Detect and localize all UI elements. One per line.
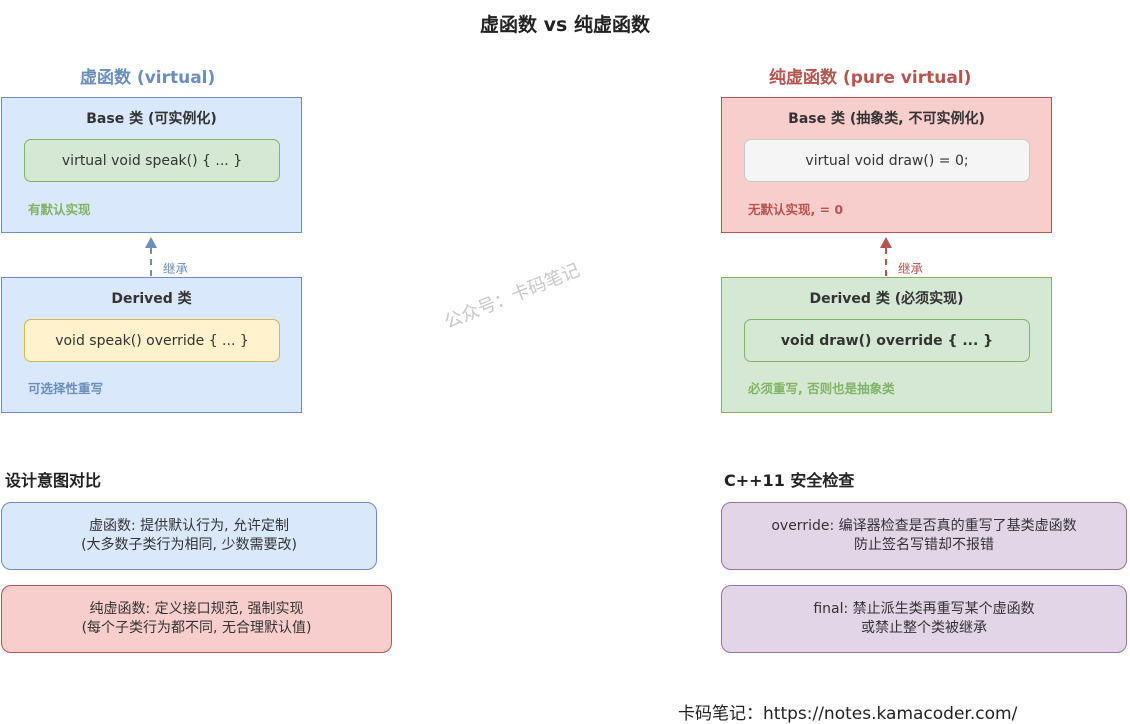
virtual-heading: 虚函数 (virtual) <box>80 68 216 88</box>
virtual-derived-title: Derived 类 <box>111 291 192 307</box>
virtual-inherit-label: 继承 <box>163 261 189 276</box>
safety-final-line1: final: 禁止派生类再重写某个虚函数 <box>813 601 1035 617</box>
virtual-base-panel: Base 类 (可实例化) virtual void speak() { ...… <box>1 97 302 233</box>
virtual-base-note: 有默认实现 <box>28 202 91 217</box>
pure-base-note: 无默认实现, = 0 <box>748 202 844 217</box>
pure-inherit-arrowhead <box>880 237 892 248</box>
design-pure-card: 纯虚函数: 定义接口规范, 强制实现 (每个子类行为都不同, 无合理默认值) <box>1 585 392 653</box>
virtual-inherit-line <box>150 248 152 276</box>
safety-override-line1: override: 编译器检查是否真的重写了基类虚函数 <box>771 518 1077 534</box>
pure-derived-note: 必须重写, 否则也是抽象类 <box>748 381 895 396</box>
pure-derived-title: Derived 类 (必须实现) <box>809 291 964 307</box>
pure-derived-code: void draw() override { ... } <box>744 319 1030 362</box>
pure-heading: 纯虚函数 (pure virtual) <box>769 68 972 88</box>
design-virtual-line2: (大多数子类行为相同, 少数需要改) <box>81 537 297 553</box>
pure-inherit-label: 继承 <box>898 261 924 276</box>
diagram-title: 虚函数 vs 纯虚函数 <box>480 14 650 36</box>
design-virtual-line1: 虚函数: 提供默认行为, 允许定制 <box>88 518 290 534</box>
safety-final-card: final: 禁止派生类再重写某个虚函数 或禁止整个类被继承 <box>721 585 1127 653</box>
virtual-derived-note: 可选择性重写 <box>28 381 104 396</box>
design-pure-line2: (每个子类行为都不同, 无合理默认值) <box>81 620 312 636</box>
pure-base-panel: Base 类 (抽象类, 不可实例化) virtual void draw() … <box>721 97 1052 233</box>
virtual-base-title: Base 类 (可实例化) <box>86 111 217 127</box>
pure-derived-panel: Derived 类 (必须实现) void draw() override { … <box>721 277 1052 413</box>
design-pure-line1: 纯虚函数: 定义接口规范, 强制实现 <box>89 601 304 617</box>
safety-override-line2: 防止签名写错却不报错 <box>854 537 994 553</box>
safety-final-line2: 或禁止整个类被继承 <box>861 620 987 636</box>
virtual-inherit-arrowhead <box>145 237 157 248</box>
virtual-derived-code: void speak() override { ... } <box>24 319 280 362</box>
safety-heading: C++11 安全检查 <box>724 471 855 490</box>
virtual-derived-panel: Derived 类 void speak() override { ... } … <box>1 277 302 413</box>
pure-base-title: Base 类 (抽象类, 不可实例化) <box>788 111 985 127</box>
pure-inherit-line <box>885 248 887 276</box>
virtual-base-code: virtual void speak() { ... } <box>24 139 280 182</box>
design-heading: 设计意图对比 <box>5 471 102 490</box>
watermark: 公众号：卡码笔记 <box>441 259 583 334</box>
safety-override-card: override: 编译器检查是否真的重写了基类虚函数 防止签名写错却不报错 <box>721 502 1127 570</box>
pure-base-code: virtual void draw() = 0; <box>744 139 1030 182</box>
design-virtual-card: 虚函数: 提供默认行为, 允许定制 (大多数子类行为相同, 少数需要改) <box>1 502 377 570</box>
footer-link[interactable]: 卡码笔记：https://notes.kamacoder.com/ <box>678 704 1018 724</box>
